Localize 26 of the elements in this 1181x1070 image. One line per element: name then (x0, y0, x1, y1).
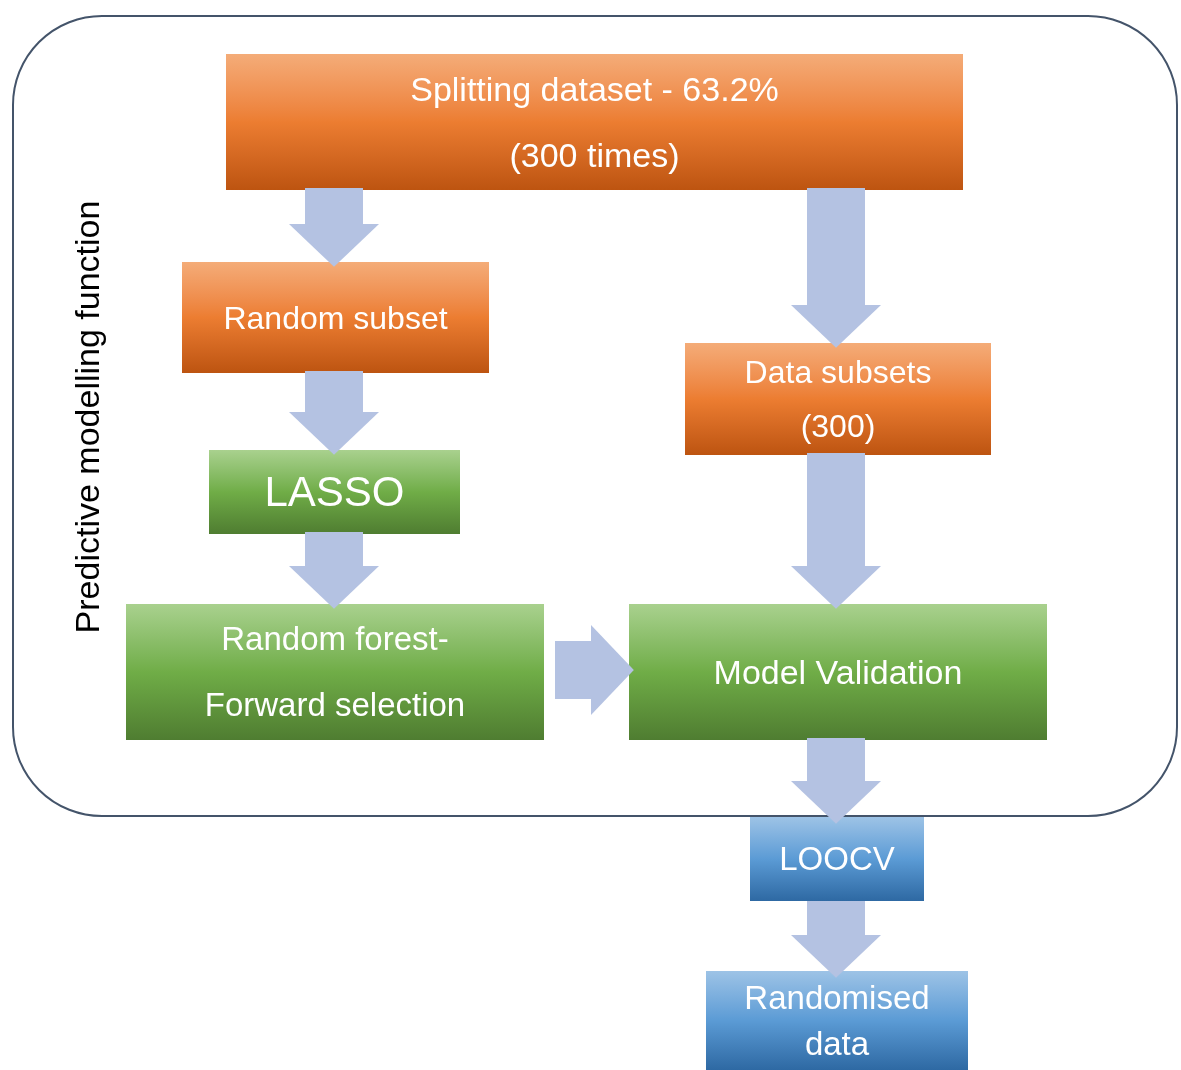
box-label: Splitting dataset - 63.2% (300 times) (409, 69, 780, 176)
block-arrow (791, 901, 881, 978)
container-label: Predictive modelling function (66, 200, 107, 634)
block-arrow (791, 738, 881, 824)
block-arrow (791, 188, 881, 348)
block-arrow (289, 371, 379, 455)
process-box (629, 604, 1047, 740)
process-box (126, 604, 544, 740)
box-label: LOOCV (779, 839, 895, 879)
block-arrow (289, 188, 379, 267)
process-box (706, 971, 968, 1070)
box-label: Model Validation (713, 652, 963, 693)
block-arrow (289, 532, 379, 609)
process-box (226, 54, 963, 190)
box-label: Data subsets (300) (743, 353, 933, 446)
block-arrow (555, 625, 634, 715)
block-arrow (791, 453, 881, 609)
box-label: Randomised data (743, 977, 931, 1064)
process-box (750, 817, 924, 901)
box-label: Random forest- Forward selection (203, 619, 467, 725)
box-label: LASSO (264, 467, 405, 517)
process-box (685, 343, 991, 455)
box-label: Random subset (223, 298, 448, 338)
group-container (12, 15, 1178, 817)
process-box (182, 262, 489, 373)
process-box (209, 450, 460, 534)
